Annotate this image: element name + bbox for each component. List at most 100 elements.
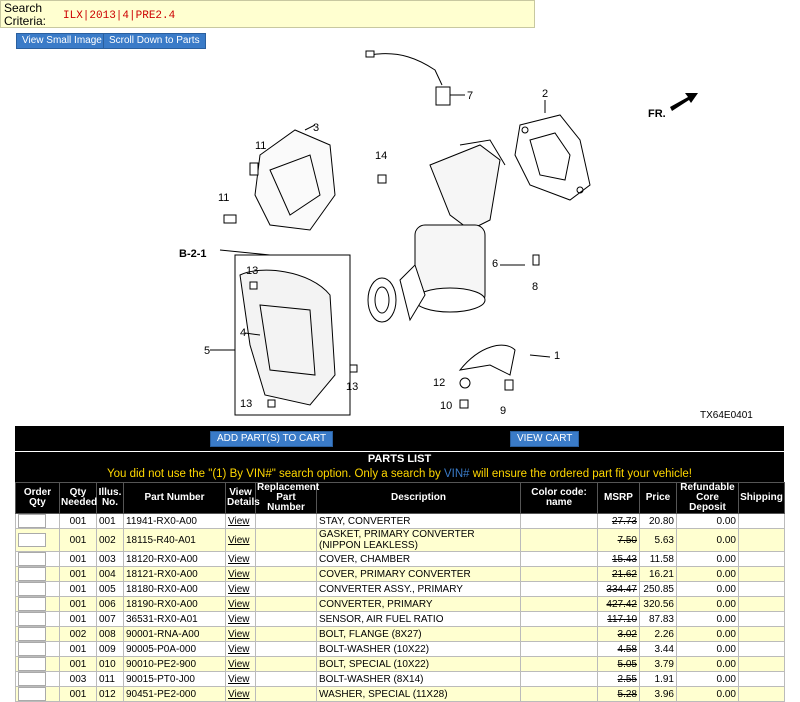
order-qty-input[interactable]: [18, 533, 46, 547]
callout-13-mid: 13: [346, 381, 358, 393]
replacement-cell: [255, 641, 317, 657]
order-qty-cell: [15, 596, 60, 612]
callout-7: 7: [467, 90, 473, 102]
callout-4: 4: [240, 327, 246, 339]
part-number-cell: 18115-R40-A01: [123, 528, 226, 552]
view-cart-button[interactable]: VIEW CART: [510, 431, 580, 447]
order-qty-input[interactable]: [18, 627, 46, 641]
order-qty-input[interactable]: [18, 612, 46, 626]
view-details-cell: View: [225, 626, 256, 642]
view-details-link[interactable]: View: [228, 598, 250, 610]
order-qty-input[interactable]: [18, 552, 46, 566]
price-cell: 20.80: [639, 513, 677, 529]
shipping-cell: [738, 551, 785, 567]
price-cell: 2.26: [639, 626, 677, 642]
core-deposit-cell: 0.00: [676, 686, 739, 702]
order-qty-cell: [15, 528, 60, 552]
header-description: Description: [316, 482, 521, 514]
core-deposit-cell: 0.00: [676, 566, 739, 582]
shipping-cell: [738, 596, 785, 612]
msrp-cell: 3.02: [597, 626, 640, 642]
order-qty-input[interactable]: [18, 657, 46, 671]
view-details-link[interactable]: View: [228, 628, 250, 640]
view-small-image-button[interactable]: View Small Image: [16, 33, 108, 49]
qty-needed-cell: 001: [59, 528, 97, 552]
view-details-cell: View: [225, 528, 256, 552]
add-parts-to-cart-button[interactable]: ADD PART(S) TO CART: [210, 431, 334, 447]
view-details-link[interactable]: View: [228, 515, 250, 527]
illus-no-cell: 001: [96, 513, 124, 529]
illus-no-cell: 005: [96, 581, 124, 597]
order-qty-input[interactable]: [18, 582, 46, 596]
order-qty-cell: [15, 686, 60, 702]
header-qty-needed: Qty Needed: [59, 482, 97, 514]
callout-12: 12: [433, 377, 445, 389]
shipping-cell: [738, 656, 785, 672]
order-qty-input[interactable]: [18, 514, 46, 528]
vin-warning: You did not use the "(1) By VIN#" search…: [15, 466, 784, 482]
vin-warning-text-end: will ensure the ordered part fit your ve…: [469, 468, 692, 480]
color-code-cell: [520, 513, 598, 529]
msrp-cell: 427.42: [597, 596, 640, 612]
replacement-cell: [255, 686, 317, 702]
msrp-cell: 5.05: [597, 656, 640, 672]
view-details-cell: View: [225, 513, 256, 529]
order-qty-input[interactable]: [18, 687, 46, 701]
view-details-link[interactable]: View: [228, 643, 250, 655]
part-number-cell: 90001-RNA-A00: [123, 626, 226, 642]
order-qty-input[interactable]: [18, 597, 46, 611]
description-cell: SENSOR, AIR FUEL RATIO: [316, 611, 521, 627]
view-details-link[interactable]: View: [228, 673, 250, 685]
scroll-down-to-parts-button[interactable]: Scroll Down to Parts: [103, 33, 206, 49]
order-qty-cell: [15, 566, 60, 582]
view-details-cell: View: [225, 611, 256, 627]
callout-10: 10: [440, 400, 452, 412]
msrp-cell: 7.50: [597, 528, 640, 552]
vin-link[interactable]: VIN#: [443, 468, 470, 480]
msrp-cell: 15.43: [597, 551, 640, 567]
view-details-link[interactable]: View: [228, 568, 250, 580]
qty-needed-cell: 001: [59, 686, 97, 702]
view-details-link[interactable]: View: [228, 553, 250, 565]
order-qty-input[interactable]: [18, 672, 46, 686]
msrp-cell: 334.47: [597, 581, 640, 597]
header-core-deposit: Refundable Core Deposit: [676, 482, 739, 514]
part-number-cell: 18120-RX0-A00: [123, 551, 226, 567]
color-code-cell: [520, 656, 598, 672]
price-cell: 250.85: [639, 581, 677, 597]
view-details-link[interactable]: View: [228, 688, 250, 700]
order-qty-cell: [15, 611, 60, 627]
view-details-link[interactable]: View: [228, 583, 250, 595]
description-cell: BOLT-WASHER (8X14): [316, 671, 521, 687]
part-number-cell: 90005-P0A-000: [123, 641, 226, 657]
header-shipping: Shipping: [738, 482, 785, 514]
order-qty-input[interactable]: [18, 567, 46, 581]
qty-needed-cell: 001: [59, 656, 97, 672]
view-details-link[interactable]: View: [228, 613, 250, 625]
shipping-cell: [738, 641, 785, 657]
color-code-cell: [520, 641, 598, 657]
view-details-cell: View: [225, 686, 256, 702]
color-code-cell: [520, 596, 598, 612]
description-cell: BOLT, SPECIAL (10X22): [316, 656, 521, 672]
shipping-cell: [738, 513, 785, 529]
order-qty-input[interactable]: [18, 642, 46, 656]
view-details-cell: View: [225, 581, 256, 597]
replacement-cell: [255, 581, 317, 597]
description-cell: STAY, CONVERTER: [316, 513, 521, 529]
view-details-link[interactable]: View: [228, 658, 250, 670]
qty-needed-cell: 001: [59, 551, 97, 567]
parts-table: Order Qty Qty Needed Illus. No. Part Num…: [15, 482, 785, 702]
view-details-link[interactable]: View: [228, 534, 250, 546]
search-criteria-label: Search Criteria:: [4, 1, 47, 28]
part-number-cell: 36531-RX0-A01: [123, 611, 226, 627]
callout-1: 1: [554, 350, 560, 362]
header-illus-no: Illus. No.: [96, 482, 124, 514]
